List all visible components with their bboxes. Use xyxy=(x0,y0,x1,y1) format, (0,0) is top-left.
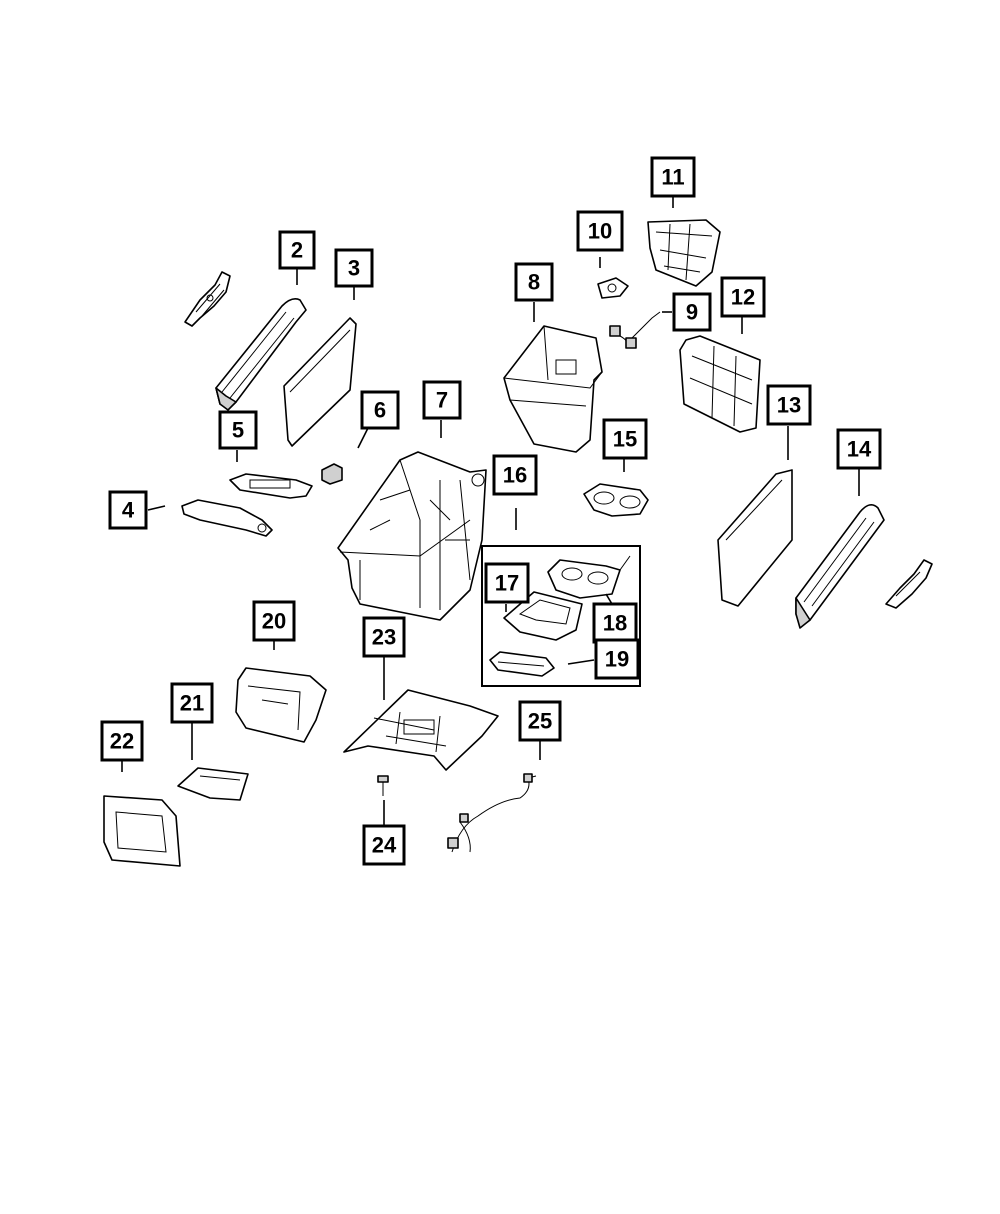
callout-18: 18 xyxy=(592,602,638,644)
svg-text:24: 24 xyxy=(372,833,397,858)
group-box-16 xyxy=(481,545,641,687)
callout-25: 25 xyxy=(518,700,562,742)
callout-21: 21 xyxy=(170,682,214,724)
part-9-connector xyxy=(609,311,661,349)
callout-7: 7 xyxy=(422,380,462,420)
part-19-gasket xyxy=(489,651,555,677)
callout-22: 22 xyxy=(100,720,144,762)
part-23-base-plate xyxy=(343,689,499,771)
svg-text:14: 14 xyxy=(847,437,872,462)
leader-lines xyxy=(121,196,860,826)
svg-text:13: 13 xyxy=(777,393,801,418)
part-8-storage-bin xyxy=(503,325,603,453)
callout-5: 5 xyxy=(218,410,258,450)
part-11-hinge-assembly xyxy=(647,219,721,287)
svg-text:15: 15 xyxy=(613,427,637,452)
callout-9: 9 xyxy=(672,292,712,332)
svg-text:3: 3 xyxy=(348,256,360,281)
callout-24: 24 xyxy=(362,824,406,866)
callout-14: 14 xyxy=(836,428,882,470)
part-7-console-frame xyxy=(337,451,487,621)
svg-text:8: 8 xyxy=(528,270,540,295)
callout-4: 4 xyxy=(108,490,148,530)
svg-text:9: 9 xyxy=(686,300,698,325)
part-2-armrest-lid xyxy=(215,298,307,411)
callout-17: 17 xyxy=(484,562,530,604)
svg-text:10: 10 xyxy=(588,219,612,244)
callout-6: 6 xyxy=(360,390,400,430)
callout-15: 15 xyxy=(602,418,648,460)
part-17-tray xyxy=(503,591,583,641)
callout-13: 13 xyxy=(766,384,812,426)
svg-text:6: 6 xyxy=(374,398,386,423)
callout-8: 8 xyxy=(514,262,554,302)
callout-10: 10 xyxy=(576,210,624,252)
callout-20: 20 xyxy=(252,600,296,642)
svg-text:4: 4 xyxy=(122,498,135,523)
part-13-side-panel xyxy=(717,469,793,607)
part-24-screw xyxy=(377,775,389,796)
part-5-bezel xyxy=(229,473,313,499)
svg-text:17: 17 xyxy=(495,571,519,596)
callout-2: 2 xyxy=(278,230,316,270)
callout-11: 11 xyxy=(650,156,696,198)
svg-text:25: 25 xyxy=(528,709,552,734)
part-10-switch xyxy=(597,277,629,299)
svg-text:7: 7 xyxy=(436,388,448,413)
part-25-wiring-harness xyxy=(447,773,537,853)
svg-text:12: 12 xyxy=(731,285,755,310)
callout-3: 3 xyxy=(334,248,374,288)
part-12-lid xyxy=(679,335,761,433)
part-hinge-left xyxy=(184,271,231,327)
part-6-clip xyxy=(321,463,343,485)
svg-text:2: 2 xyxy=(291,238,303,263)
svg-text:23: 23 xyxy=(372,625,396,650)
part-3-panel xyxy=(283,317,357,447)
svg-text:19: 19 xyxy=(605,647,629,672)
callout-16: 16 xyxy=(492,454,538,496)
svg-text:20: 20 xyxy=(262,609,286,634)
part-21-tray xyxy=(177,767,249,801)
part-4-trim xyxy=(181,499,273,537)
part-18-cup-upper xyxy=(547,555,631,599)
callout-19: 19 xyxy=(594,638,640,680)
part-20-drawer xyxy=(235,667,327,743)
svg-text:16: 16 xyxy=(503,463,527,488)
svg-text:18: 18 xyxy=(603,611,627,636)
callout-12: 12 xyxy=(720,276,766,318)
part-22-bezel-frame xyxy=(103,795,181,867)
svg-text:21: 21 xyxy=(180,691,204,716)
svg-text:5: 5 xyxy=(232,418,244,443)
part-hinge-right xyxy=(885,559,933,609)
svg-text:22: 22 xyxy=(110,729,134,754)
part-14-armrest-right xyxy=(795,504,885,629)
part-15-cup-holder xyxy=(583,483,649,517)
callout-23: 23 xyxy=(362,616,406,658)
svg-text:11: 11 xyxy=(661,165,684,190)
